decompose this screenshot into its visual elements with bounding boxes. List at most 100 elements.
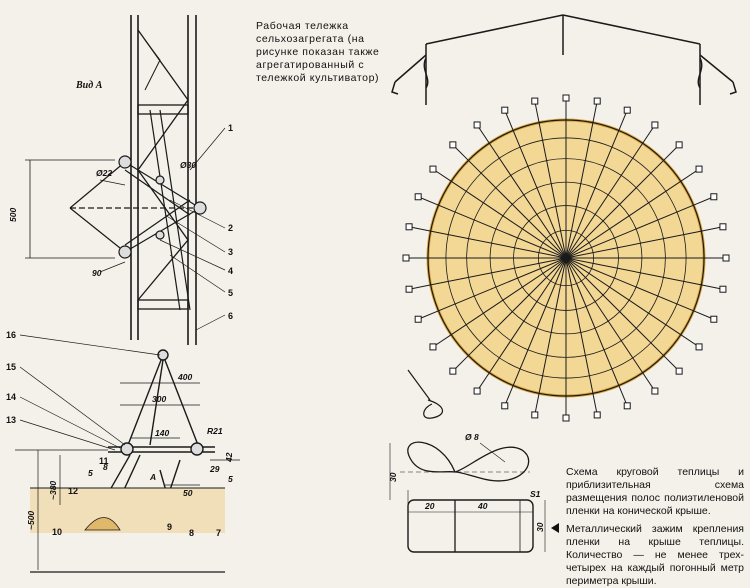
part-10-label: 10 bbox=[52, 527, 62, 537]
cultivator-frame bbox=[69, 155, 207, 259]
part-6-label: 6 bbox=[228, 311, 233, 321]
dimension-500 bbox=[25, 159, 115, 259]
roof-rafter bbox=[565, 230, 702, 259]
roof-peg bbox=[675, 367, 683, 375]
roof-peg bbox=[429, 165, 437, 173]
roof-rafter bbox=[565, 142, 644, 259]
view-label: Вид А bbox=[75, 80, 103, 91]
roof-tie bbox=[701, 226, 724, 232]
roof-rafter bbox=[565, 257, 694, 312]
roof-tie bbox=[534, 393, 540, 416]
roof-peg bbox=[501, 402, 509, 410]
clamp-dim-s1: S1 bbox=[530, 489, 541, 499]
part-1-label: 1 bbox=[228, 123, 233, 133]
roof-peg bbox=[562, 94, 570, 102]
roof-peg bbox=[623, 106, 631, 114]
dim-300: 300 bbox=[152, 394, 166, 404]
roof-peg bbox=[675, 141, 683, 149]
roof-rafter bbox=[565, 257, 664, 356]
part-9-label: 9 bbox=[167, 522, 172, 532]
roof-peg bbox=[695, 343, 703, 351]
part-14-label: 14 bbox=[6, 392, 16, 402]
roof-rafter bbox=[565, 160, 664, 259]
roof-tie bbox=[408, 284, 431, 290]
dim-d30: Ø30 bbox=[180, 160, 196, 170]
dim-5b: 5 bbox=[228, 474, 233, 484]
clamp-dim-30a: 30 bbox=[388, 472, 398, 482]
roof-rafter bbox=[468, 257, 567, 356]
roof-peg bbox=[623, 402, 631, 410]
dim-140: 140 bbox=[155, 428, 169, 438]
caption-clamp: Металлический зажим крепления пленки на … bbox=[566, 523, 744, 587]
circular-roof-plan bbox=[402, 94, 730, 422]
roof-peg bbox=[429, 343, 437, 351]
dim-500b: ~500 bbox=[26, 511, 36, 530]
roof-peg bbox=[402, 254, 410, 262]
roof-apex bbox=[563, 255, 569, 261]
roof-peg bbox=[531, 97, 539, 105]
dim-500: 500 bbox=[8, 208, 18, 222]
roof-rafter bbox=[565, 130, 620, 259]
dim-8: 8 bbox=[103, 462, 108, 472]
roof-peg bbox=[449, 141, 457, 149]
dim-50: 50 bbox=[183, 488, 193, 498]
roof-peg bbox=[593, 411, 601, 419]
roof-rafter bbox=[565, 257, 594, 394]
caption-cart: Рабочая тележка сельхозагрегата (на рису… bbox=[256, 20, 380, 84]
dim-400: 400 bbox=[177, 372, 192, 382]
roof-peg bbox=[695, 165, 703, 173]
part-2-label: 2 bbox=[228, 223, 233, 233]
roof-peg bbox=[719, 223, 727, 231]
clamp-dim-20: 20 bbox=[424, 501, 435, 511]
clamp-dim-30b: 30 bbox=[535, 522, 545, 532]
roof-peg bbox=[449, 367, 457, 375]
part-7-label: 7 bbox=[216, 528, 221, 538]
roof-rafter bbox=[430, 257, 567, 286]
roof-peg bbox=[405, 285, 413, 293]
roof-peg bbox=[414, 315, 422, 323]
roof-rafter bbox=[538, 257, 567, 394]
roof-rafter bbox=[565, 257, 702, 286]
clamp-dim-d8: Ø 8 bbox=[465, 432, 479, 442]
dim-29: 29 bbox=[209, 464, 220, 474]
part-13-label: 13 bbox=[6, 415, 16, 425]
roof-rafter bbox=[438, 204, 567, 259]
roof-peg bbox=[651, 387, 659, 395]
roof-rafter bbox=[450, 257, 567, 336]
roof-tie bbox=[408, 226, 431, 232]
dim-r21: R21 bbox=[207, 426, 223, 436]
roof-rafter bbox=[468, 160, 567, 259]
roof-tie bbox=[592, 100, 598, 123]
dim-90: 90 bbox=[92, 268, 102, 278]
roof-peg bbox=[593, 97, 601, 105]
part-8-label: 8 bbox=[189, 528, 194, 538]
roof-rafter bbox=[512, 130, 567, 259]
soil bbox=[30, 487, 225, 573]
roof-peg bbox=[719, 285, 727, 293]
roof-rafter bbox=[512, 257, 567, 386]
roof-peg bbox=[722, 254, 730, 262]
part-4-label: 4 bbox=[228, 266, 233, 276]
roof-rafter bbox=[488, 142, 567, 259]
roof-rafter bbox=[538, 122, 567, 259]
roof-peg bbox=[405, 223, 413, 231]
roof-peg bbox=[562, 414, 570, 422]
caption-marker-icon bbox=[551, 523, 559, 533]
lower-leaders bbox=[19, 334, 161, 451]
roof-rafter bbox=[565, 257, 644, 374]
roof-peg bbox=[651, 121, 659, 129]
clamp-dim-40: 40 bbox=[477, 501, 488, 511]
part-11-label: 11 bbox=[99, 456, 109, 466]
roof-peg bbox=[501, 106, 509, 114]
roof-peg bbox=[531, 411, 539, 419]
roof-peg bbox=[473, 387, 481, 395]
dim-d22: Ø22 bbox=[96, 168, 112, 178]
roof-rafter bbox=[565, 122, 594, 259]
roof-tie bbox=[534, 100, 540, 123]
part-12-label: 12 bbox=[68, 486, 78, 496]
roof-peg bbox=[710, 193, 718, 201]
clamp-detail bbox=[389, 441, 546, 553]
roof-rafter bbox=[430, 230, 567, 259]
roof-rafter bbox=[565, 257, 682, 336]
